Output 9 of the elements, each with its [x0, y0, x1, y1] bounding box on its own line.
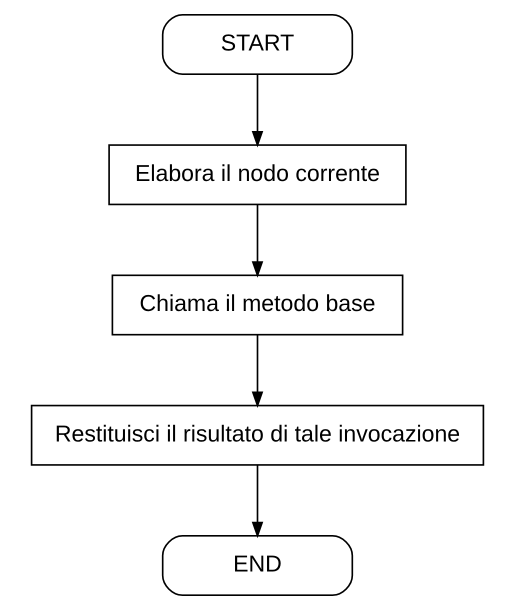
- node-box: Elabora il nodo corrente: [108, 144, 407, 206]
- node-box: Chiama il metodo base: [112, 274, 404, 336]
- node-box: START: [162, 14, 354, 75]
- arrow: [252, 74, 264, 148]
- arrow: [252, 465, 264, 538]
- node-box: Restituisci il risultato di tale invocazione: [30, 404, 484, 466]
- arrow: [252, 334, 264, 408]
- node-box: END: [162, 535, 354, 596]
- arrow: [252, 204, 264, 278]
